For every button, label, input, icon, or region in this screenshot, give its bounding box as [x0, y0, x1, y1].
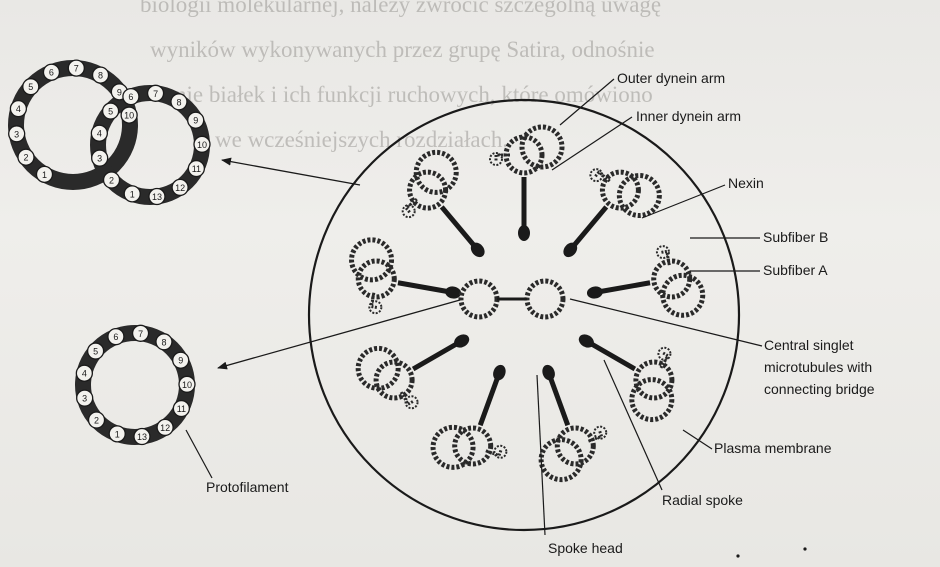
leader-outer-dynein	[560, 79, 614, 125]
outer-doublet-subfiber-b	[433, 427, 473, 467]
label-plasma-membrane: Plasma membrane	[714, 440, 832, 456]
subfiber-a-subunit-number: 12	[175, 183, 185, 193]
singlet-subunit-number: 11	[177, 404, 186, 414]
enlarged-doublet: 12345678910 12345678910111213	[9, 60, 210, 204]
subfiber-a-subunit-number: 2	[109, 176, 114, 186]
spoke-head	[540, 363, 557, 382]
radial-spokes-group	[398, 177, 650, 425]
subfiber-b-subunit-number: 4	[16, 104, 21, 114]
radial-spoke	[480, 373, 499, 426]
label-radial-spoke: Radial spoke	[662, 492, 743, 508]
singlet-subunit-number: 1	[115, 429, 120, 439]
subfiber-a-subunit-number: 9	[193, 116, 198, 126]
singlet-subunit-number: 3	[82, 394, 87, 404]
subfiber-a-subunit-number: 11	[192, 164, 201, 174]
singlet-subunit-number: 8	[161, 337, 166, 347]
subfiber-b-subunit-number: 1	[42, 170, 47, 180]
spoke-head	[518, 225, 530, 241]
label-nexin: Nexin	[728, 175, 764, 191]
radial-spoke	[595, 283, 650, 293]
label-spoke-head: Spoke head	[548, 540, 623, 556]
arrow-to-doublet	[222, 160, 360, 185]
subfiber-a-subunit-number: 3	[97, 154, 102, 164]
subfiber-a-subunit-number: 1	[130, 189, 135, 199]
spoke-head	[491, 363, 508, 382]
singlet-subunit-number: 6	[113, 332, 118, 342]
label-central-line3: connecting bridge	[764, 381, 875, 397]
subfiber-b-subunit-number: 3	[14, 129, 19, 139]
scan-speck	[736, 554, 739, 557]
scan-speck	[803, 547, 806, 550]
label-central-line2: microtubules with	[764, 359, 872, 375]
singlet-subunit-number: 13	[137, 432, 147, 442]
singlet-subunit-number: 7	[138, 329, 143, 339]
subfiber-b-subunit-number: 6	[49, 68, 54, 78]
singlet-subunit-number: 12	[160, 423, 170, 433]
central-singlet-right	[527, 281, 563, 317]
subfiber-b-subunit-number: 9	[117, 87, 122, 97]
radial-spoke	[570, 207, 606, 250]
subfiber-b-subunit-number: 5	[28, 82, 33, 92]
subfiber-b-subunit-number: 7	[74, 64, 79, 74]
singlet-subunit-number: 10	[182, 380, 192, 390]
leader-plasma-membrane	[683, 430, 712, 449]
leader-protofilament	[186, 430, 212, 478]
singlet-subunit-number: 5	[93, 347, 98, 357]
singlet-subunit-number: 9	[178, 356, 183, 366]
label-inner-dynein-arm: Inner dynein arm	[636, 108, 741, 124]
central-singlet-left	[461, 281, 497, 317]
label-outer-dynein-arm: Outer dynein arm	[617, 70, 725, 86]
subfiber-a-subunit-number: 8	[176, 97, 181, 107]
subfiber-b-subunit-number: 2	[23, 153, 28, 163]
subfiber-a-subunit-number: 4	[97, 129, 102, 139]
radial-spoke	[413, 341, 461, 369]
outer-doublet-subfiber-a	[557, 428, 593, 464]
radial-spoke	[549, 373, 568, 426]
subfiber-a-subunit-number: 13	[152, 192, 162, 202]
spoke-head	[586, 285, 604, 300]
label-central-line1: Central singlet	[764, 337, 854, 353]
plasma-membrane-circle	[309, 100, 739, 530]
subfiber-b-subunit-number: 10	[124, 111, 134, 121]
central-pair	[461, 281, 563, 317]
label-subfiber-b: Subfiber B	[763, 229, 828, 245]
radial-spoke	[398, 283, 453, 293]
subfiber-a-subunit-number: 6	[128, 92, 133, 102]
label-subfiber-a: Subfiber A	[763, 262, 828, 278]
radial-spoke	[586, 341, 634, 369]
arrow-to-singlet	[218, 300, 460, 368]
label-protofilament: Protofilament	[206, 479, 289, 495]
singlet-subunit-number: 2	[94, 416, 99, 426]
radial-spoke	[442, 207, 478, 250]
subfiber-a-subunit-number: 5	[108, 107, 113, 117]
subfiber-b-subunit-number: 8	[98, 71, 103, 81]
outer-doublet-subfiber-a	[455, 428, 491, 464]
subfiber-a-subunit-number: 10	[197, 140, 207, 150]
singlet-subunit-number: 4	[82, 369, 87, 379]
subfiber-a-subunit-number: 7	[153, 89, 158, 99]
